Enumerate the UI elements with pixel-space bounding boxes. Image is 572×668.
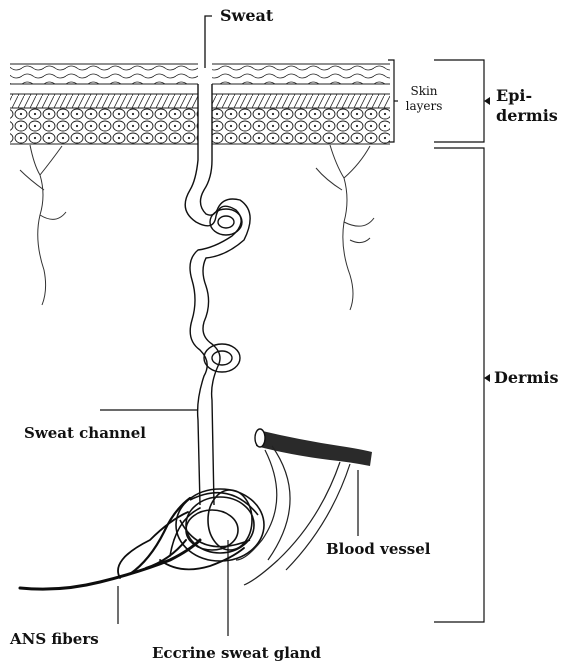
eccrine-sweat-gland-label: Eccrine sweat gland [152, 644, 321, 662]
ans-fibers-label: ANS fibers [10, 630, 99, 648]
ans-fibers [20, 498, 244, 589]
sweat-channel-label: Sweat channel [24, 424, 146, 442]
dermis-label: Dermis [494, 368, 559, 387]
nerve-endings-right [316, 145, 374, 310]
skin-layers-label: Skin layers [404, 84, 444, 114]
dermis-tick [484, 374, 490, 382]
skin-layers-label-line1: Skin [410, 84, 437, 98]
epidermis-label-line2: dermis [496, 106, 558, 125]
skin-layers-right [212, 64, 390, 144]
epidermis-tick [484, 97, 490, 105]
dermis-bracket [434, 148, 484, 622]
blood-vessel [236, 429, 372, 585]
skin-layers-label-line2: layers [406, 99, 443, 113]
epidermis-label-line1: Epi- [496, 86, 532, 105]
epidermis-label: Epi- dermis [496, 86, 558, 126]
skin-layers-left [10, 64, 198, 144]
sweat-duct [185, 84, 250, 505]
sweat-pointer-line [205, 16, 212, 68]
nerve-endings-left [20, 145, 66, 305]
sweat-label: Sweat [220, 6, 273, 25]
blood-vessel-label: Blood vessel [326, 540, 431, 558]
